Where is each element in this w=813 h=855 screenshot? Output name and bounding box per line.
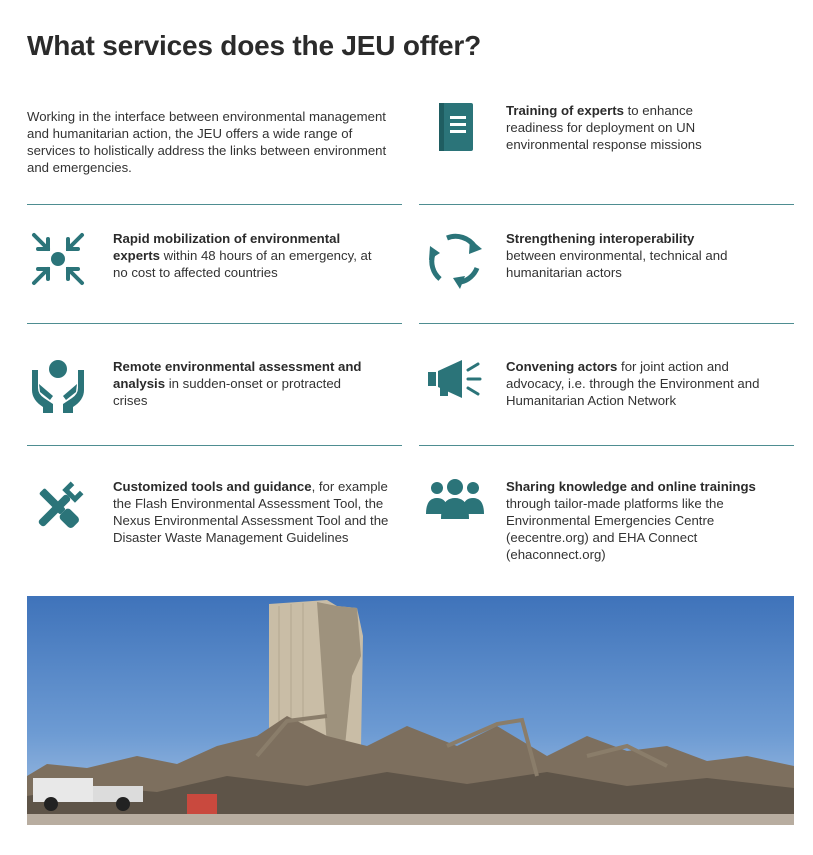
service-text: within 48 hours of an emergency, at no c… xyxy=(113,248,372,280)
intro-paragraph: Working in the interface between environ… xyxy=(27,109,387,175)
divider xyxy=(27,445,402,446)
service-bold-text: Strengthening interoperability xyxy=(506,231,695,246)
converging-arrows-icon xyxy=(27,230,89,288)
service-sharing-knowledge: Sharing knowledge and online trainings t… xyxy=(424,478,794,563)
divider xyxy=(419,204,794,205)
service-bold-text: Customized tools and guidance xyxy=(113,479,312,494)
service-interoperability: Strengthening interoperability between e… xyxy=(424,230,794,290)
service-customized-tools: Customized tools and guidance, for examp… xyxy=(27,478,402,546)
service-remote-assessment: Remote environmental assessment and anal… xyxy=(27,358,402,414)
page-title: What services does the JEU offer? xyxy=(27,30,481,61)
circular-arrows-icon xyxy=(424,230,486,290)
service-bold-text: Sharing knowledge and online trainings xyxy=(506,479,756,494)
divider xyxy=(27,204,402,205)
service-text: in sudden-onset or protracted crises xyxy=(113,376,342,408)
disaster-site-photo xyxy=(27,596,794,825)
service-bold-text: Convening actors xyxy=(506,359,618,374)
service-text: for joint action and advocacy, i.e. thro… xyxy=(506,359,760,408)
service-bold-text: Rapid mobilization of environmental expe… xyxy=(113,231,341,263)
hands-support-icon xyxy=(27,358,89,414)
divider xyxy=(419,445,794,446)
megaphone-icon xyxy=(424,358,486,400)
service-rapid-mobilization: Rapid mobilization of environmental expe… xyxy=(27,230,402,288)
divider xyxy=(27,323,402,324)
service-convening-actors: Convening actors for joint action and ad… xyxy=(424,358,794,409)
service-training: Training of experts to enhance readiness… xyxy=(424,102,794,153)
service-text: , for example the Flash Environmental As… xyxy=(113,479,389,545)
service-bold-text: Training of experts xyxy=(506,103,624,118)
service-text: to enhance readiness for deployment on U… xyxy=(506,103,702,152)
tools-icon xyxy=(27,478,89,536)
people-group-icon xyxy=(424,478,486,520)
divider xyxy=(419,323,794,324)
notebook-icon xyxy=(424,102,486,152)
service-bold-text: Remote environmental assessment and anal… xyxy=(113,359,362,391)
service-text: between environmental, technical and hum… xyxy=(506,248,728,280)
service-text: through tailor-made platforms like the E… xyxy=(506,496,724,562)
